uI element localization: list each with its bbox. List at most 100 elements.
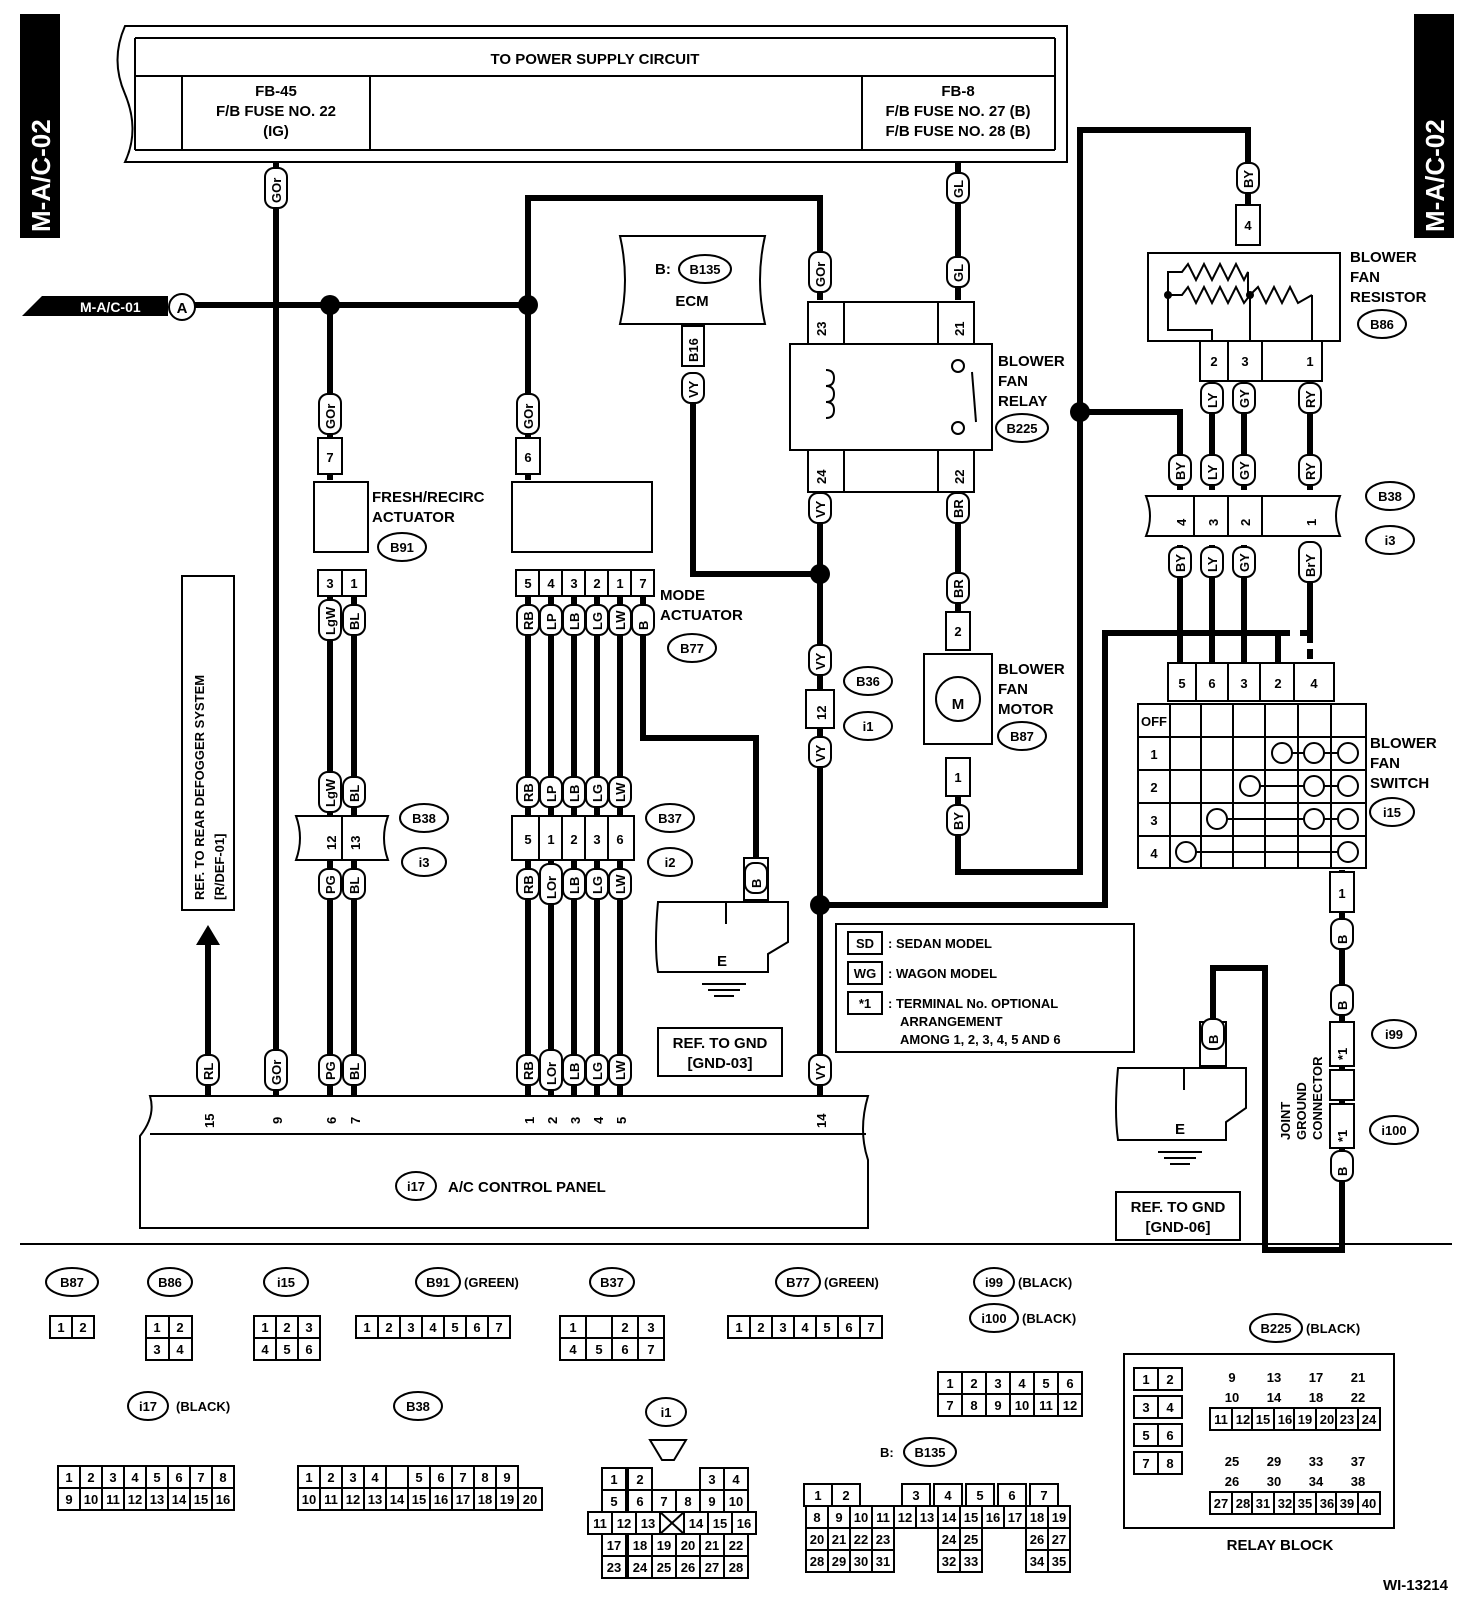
svg-text:4: 4 [1310, 676, 1318, 691]
svg-text:18: 18 [1309, 1390, 1323, 1405]
pin-number: 14 [172, 1492, 187, 1507]
ground-gnd-06: E REF. TO GND [GND-06] [1115, 1021, 1247, 1241]
svg-text:8: 8 [1166, 1456, 1173, 1471]
svg-text:RESISTOR: RESISTOR [1350, 289, 1427, 306]
svg-text:BLOWER: BLOWER [998, 661, 1065, 678]
svg-text:21: 21 [1351, 1370, 1365, 1385]
svg-text:9: 9 [835, 1510, 842, 1525]
svg-text:13: 13 [641, 1516, 655, 1531]
svg-text:SD: SD [856, 936, 874, 951]
wire-tag: PG [318, 1054, 342, 1086]
wire-color-label: RB [521, 1061, 536, 1080]
svg-text:i15: i15 [1383, 805, 1401, 820]
wire-color-label: B [1206, 1035, 1221, 1044]
svg-text:13: 13 [1267, 1370, 1281, 1385]
svg-text:(BLACK): (BLACK) [1018, 1275, 1072, 1290]
wire-color-label: LW [613, 610, 628, 630]
wire-color-label: LB [567, 785, 582, 802]
pin-number: 18 [478, 1492, 492, 1507]
svg-text:ECM: ECM [675, 293, 708, 310]
svg-text:24: 24 [814, 469, 829, 484]
pin-number: 2 [327, 1470, 334, 1485]
pin-number: 3 [407, 1320, 414, 1335]
pin-number: 2 [385, 1320, 392, 1335]
ref-rear-defogger: REF. TO REAR DEFOGGER SYSTEM [R/DEF-01] [181, 575, 235, 911]
svg-text:11: 11 [593, 1516, 607, 1531]
svg-text:15: 15 [202, 1114, 217, 1128]
wire-color-label: LB [567, 877, 582, 894]
svg-text:27: 27 [705, 1560, 719, 1575]
pin-number: 7 [495, 1320, 502, 1335]
wire-color-label: LOr [544, 876, 559, 899]
svg-text:23: 23 [814, 322, 829, 336]
pin-number: 10 [1015, 1398, 1029, 1413]
svg-text:REF. TO GND: REF. TO GND [673, 1035, 768, 1052]
wire-tag: GL [946, 172, 970, 204]
pin-number: 4 [371, 1470, 379, 1485]
pin-number: 5 [153, 1470, 160, 1485]
wire-tag: LY [1200, 454, 1224, 486]
svg-text:i3: i3 [1385, 533, 1396, 548]
svg-text:6: 6 [636, 1494, 643, 1509]
svg-text:ACTUATOR: ACTUATOR [372, 509, 455, 526]
svg-text:3: 3 [1241, 354, 1248, 369]
svg-text:B38: B38 [406, 1399, 430, 1414]
wire-color-label: BrY [1303, 554, 1318, 577]
pin-number: 1 [305, 1470, 312, 1485]
wire-tag: GY [1232, 382, 1256, 414]
svg-text:33: 33 [1309, 1454, 1323, 1469]
svg-text:BLOWER: BLOWER [998, 353, 1065, 370]
wire-color-label: LB [567, 1063, 582, 1080]
svg-text:24: 24 [633, 1560, 648, 1575]
svg-text:E: E [717, 953, 727, 970]
wire-tag: LP [539, 776, 563, 808]
svg-text:40: 40 [1362, 1496, 1376, 1511]
svg-text:23: 23 [607, 1560, 621, 1575]
wire-tag: B [1330, 1150, 1354, 1182]
wire-color-label: VY [813, 500, 828, 518]
blower-fan-switch: 5 6 3 2 4 OFF 1 2 3 4 1 BLOWER [1137, 662, 1437, 913]
svg-text:B86: B86 [158, 1275, 182, 1290]
pin-number: 10 [302, 1492, 316, 1507]
svg-text:16: 16 [1278, 1412, 1292, 1427]
svg-text:1: 1 [616, 576, 623, 591]
svg-text:3: 3 [1240, 676, 1247, 691]
svg-text:4: 4 [591, 1116, 606, 1124]
svg-text:[GND-03]: [GND-03] [687, 1055, 752, 1072]
wire-tag: RB [516, 776, 540, 808]
svg-text:39: 39 [1340, 1496, 1354, 1511]
svg-text:12: 12 [898, 1510, 912, 1525]
wire-color-label: LP [544, 613, 559, 630]
pin-number: 2 [970, 1376, 977, 1391]
pin-number: 15 [412, 1492, 426, 1507]
pin-number: 4 [1018, 1376, 1026, 1391]
svg-text:FAN: FAN [998, 681, 1028, 698]
svg-text:B38: B38 [412, 811, 436, 826]
svg-text:31: 31 [1256, 1496, 1270, 1511]
svg-text:26: 26 [1030, 1532, 1044, 1547]
svg-text:32: 32 [1278, 1496, 1292, 1511]
pin-number: 13 [368, 1492, 382, 1507]
wire-tag: GOr [318, 393, 342, 435]
pin-number: 17 [456, 1492, 470, 1507]
svg-text:3: 3 [570, 576, 577, 591]
svg-text:6: 6 [524, 450, 531, 465]
svg-text:B225: B225 [1006, 421, 1037, 436]
pin-number: 3 [647, 1320, 654, 1335]
svg-text:ARRANGEMENT: ARRANGEMENT [900, 1014, 1003, 1029]
svg-text:FB-8: FB-8 [941, 83, 974, 100]
svg-text:1: 1 [1142, 1372, 1149, 1387]
wire-color-label: GOr [269, 1060, 284, 1085]
svg-text:1: 1 [57, 1320, 64, 1335]
wire-tag: LW [608, 1054, 632, 1086]
svg-text:10: 10 [1225, 1390, 1239, 1405]
pin-number: 11 [324, 1492, 338, 1507]
svg-text:5: 5 [614, 1117, 629, 1124]
wire-tag: LY [1200, 546, 1224, 578]
svg-text:2: 2 [842, 1488, 849, 1503]
svg-text:BLOWER: BLOWER [1350, 249, 1417, 266]
wire-color-label: VY [813, 1062, 828, 1080]
pin-number: 7 [946, 1398, 953, 1413]
pin-number: 11 [106, 1492, 120, 1507]
